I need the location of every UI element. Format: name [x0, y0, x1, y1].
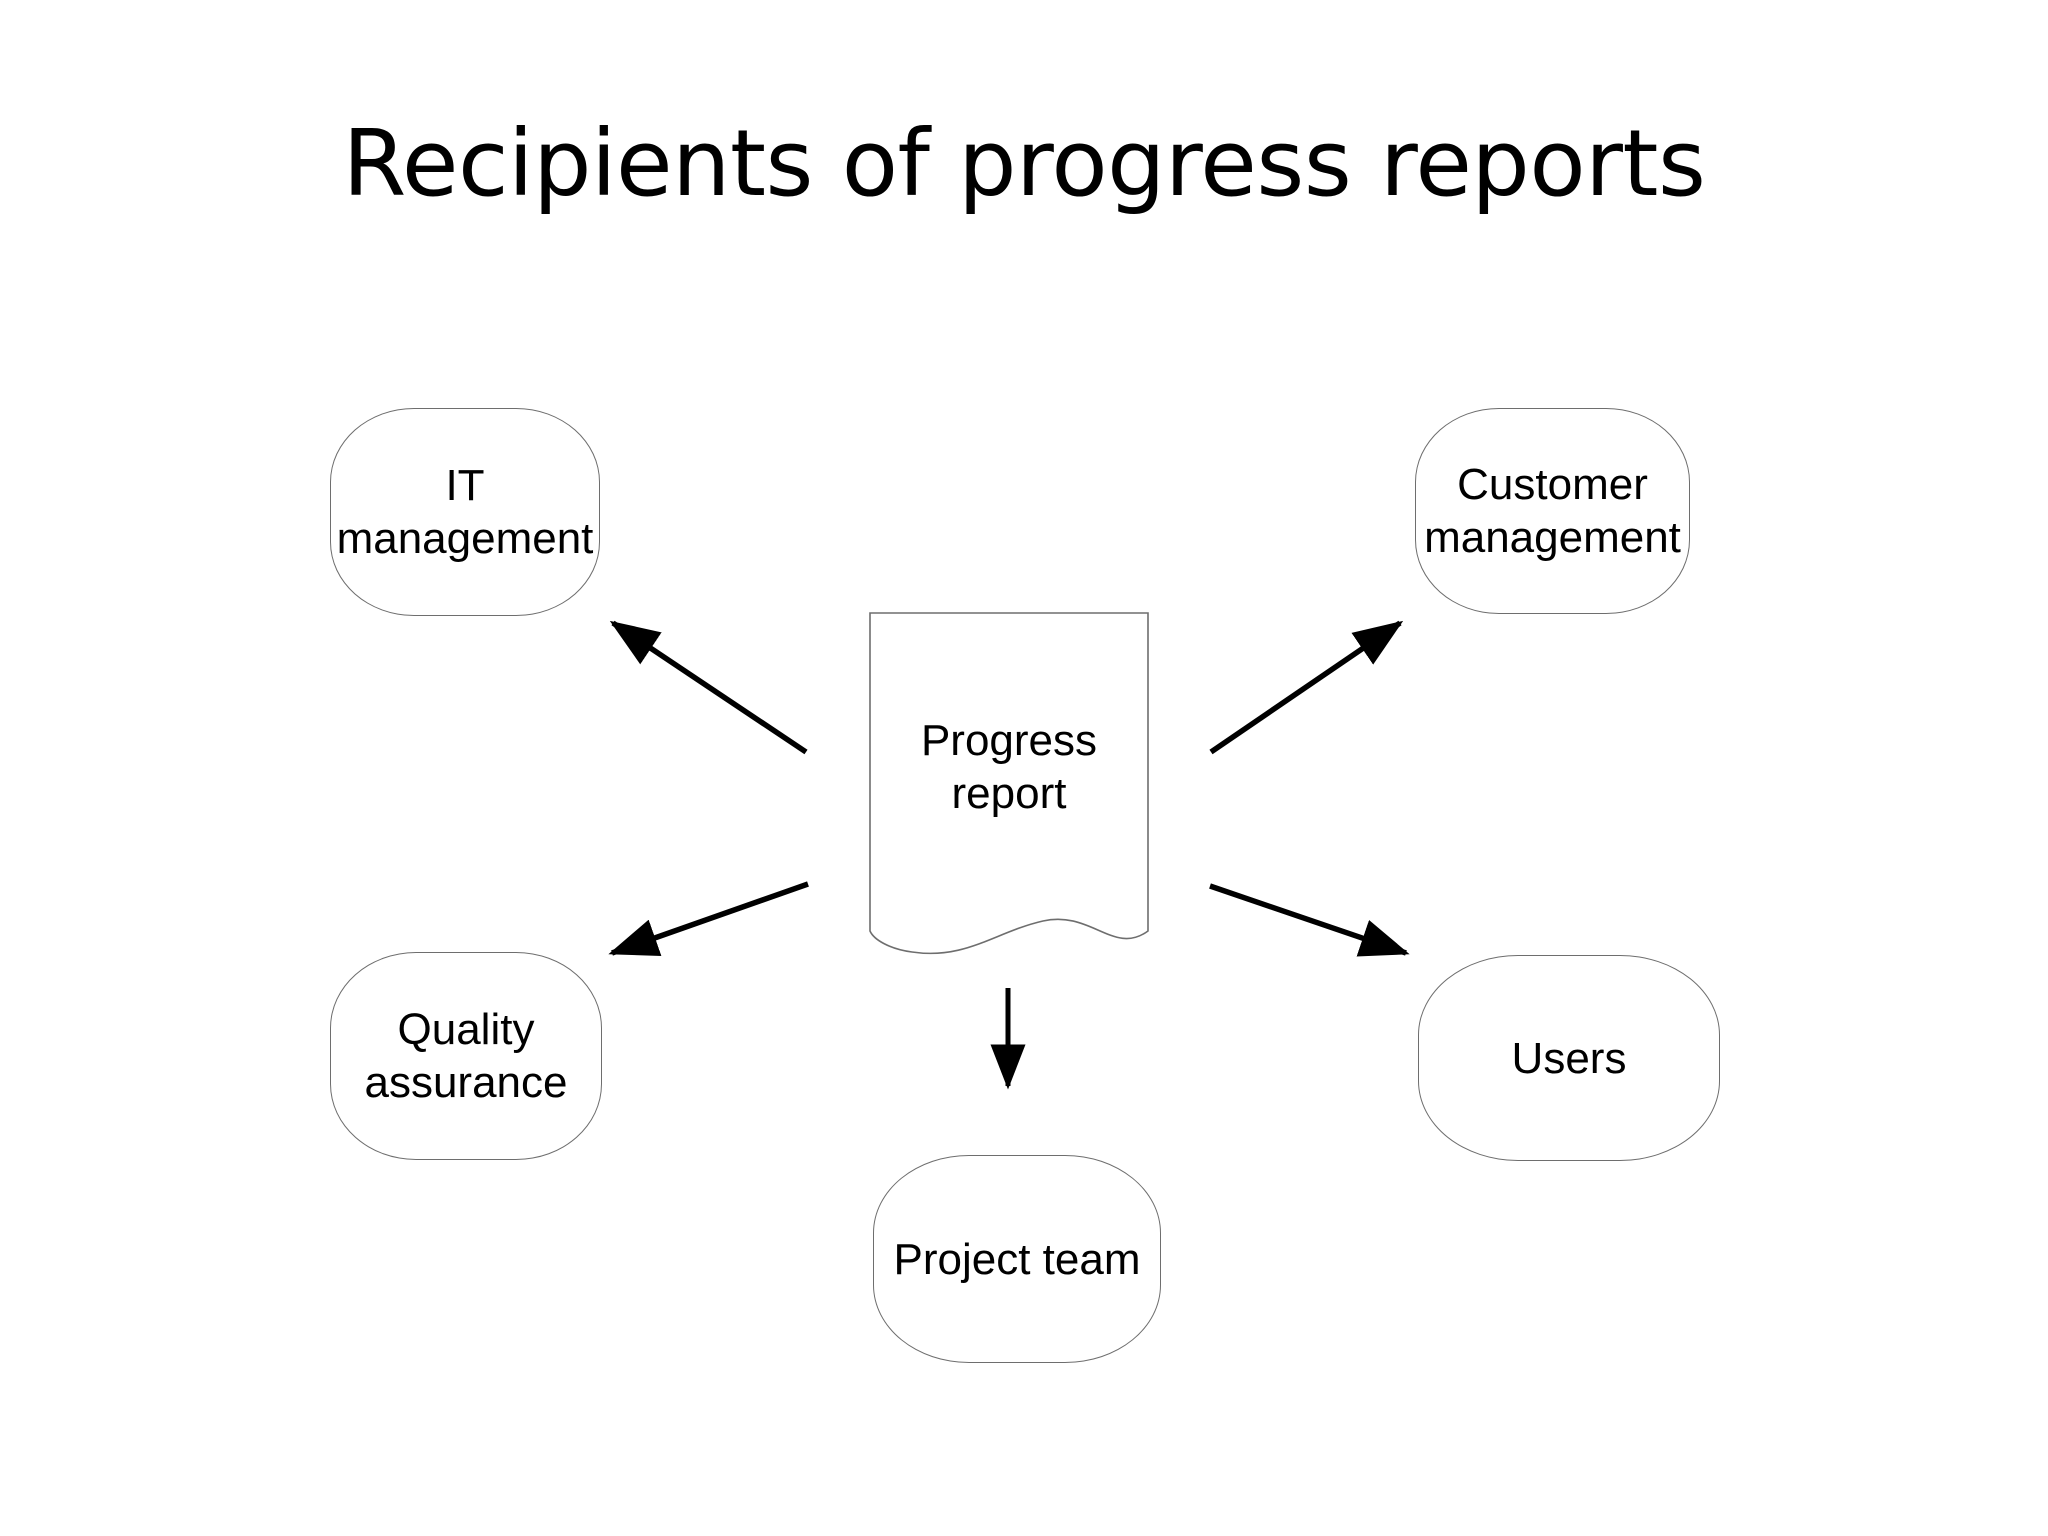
node-quality-assurance[interactable]: Quality assurance [330, 952, 602, 1160]
arrow-to-quality-assurance [608, 881, 809, 956]
node-customer-management[interactable]: Customer management [1415, 408, 1690, 614]
document-shape-icon [869, 612, 1149, 955]
node-users-label: Users [1511, 1033, 1627, 1083]
arrow-to-it-management [609, 620, 808, 755]
node-it-management-label: IT management [336, 461, 594, 563]
node-quality-assurance-label: Quality assurance [364, 1005, 568, 1107]
node-progress-report[interactable]: Progress report [866, 608, 1152, 968]
node-it-management[interactable]: IT management [330, 408, 600, 616]
node-users[interactable]: Users [1418, 955, 1720, 1161]
arrow-to-users [1209, 883, 1410, 957]
node-customer-management-label: Customer management [1424, 460, 1681, 562]
node-project-team-label: Project team [893, 1234, 1141, 1284]
page-title: Recipients of progress reports [342, 110, 1706, 217]
node-progress-report-label: Progress report [920, 716, 1098, 818]
arrow-to-customer-management [1209, 620, 1404, 755]
node-project-team[interactable]: Project team [873, 1155, 1161, 1363]
